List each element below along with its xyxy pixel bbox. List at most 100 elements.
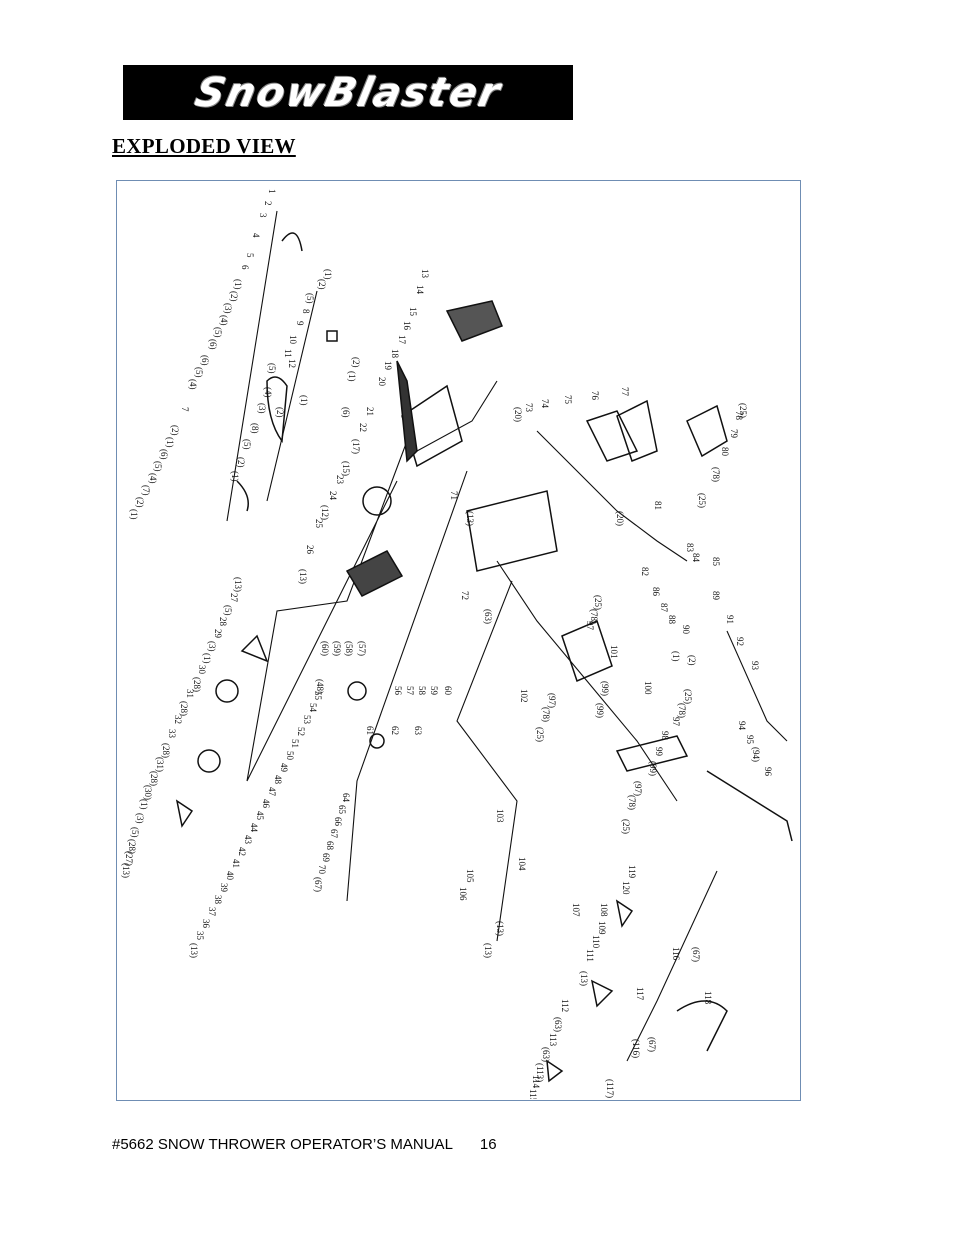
part-label: 72 xyxy=(460,591,470,600)
part-label: (97) xyxy=(547,693,557,708)
part-label: 93 xyxy=(750,661,760,671)
part-label: 19 xyxy=(383,361,393,371)
part-label: (97) xyxy=(633,781,643,796)
part-label: (25) xyxy=(593,595,603,610)
part-label: (6) xyxy=(200,355,210,366)
part-label: (67) xyxy=(691,947,701,962)
part-label: 57 xyxy=(405,686,415,696)
part-label: 50 xyxy=(285,751,295,761)
part-label: 1 xyxy=(267,189,277,194)
part-label: 116 xyxy=(671,947,681,961)
part-label: (13) xyxy=(483,943,493,958)
part-label: 96 xyxy=(763,767,773,777)
part-label: 76 xyxy=(590,391,600,401)
part-label: 20 xyxy=(377,377,387,387)
part-label: 10 xyxy=(288,335,298,345)
part-label: 91 xyxy=(725,615,735,624)
part-label: (28) xyxy=(192,677,202,692)
part-label: 8 xyxy=(301,309,311,314)
part-label: 29 xyxy=(213,629,223,639)
part-label: 27 xyxy=(229,593,239,603)
part-label: 80 xyxy=(720,447,730,457)
part-label: (28) xyxy=(149,771,159,786)
part-label: (5) xyxy=(153,461,163,472)
part-label: (13) xyxy=(189,943,199,958)
part-label: (2) xyxy=(229,291,239,302)
part-label: 118 xyxy=(703,991,713,1005)
part-label: (28) xyxy=(179,701,189,716)
part-label: (28) xyxy=(127,839,137,854)
part-label: (28) xyxy=(161,743,171,758)
part-label: (67) xyxy=(313,877,323,892)
part-label: 77 xyxy=(620,387,630,397)
part-label: 112 xyxy=(560,999,570,1012)
part-label: (117) xyxy=(605,1079,615,1098)
part-label: (25) xyxy=(621,819,631,834)
part-label: 90 xyxy=(681,625,691,635)
part-label: 97 xyxy=(585,621,595,631)
part-label: 92 xyxy=(735,637,745,646)
page-number: 16 xyxy=(479,1136,497,1153)
part-label: (57) xyxy=(357,641,367,656)
part-label: 58 xyxy=(417,686,427,696)
part-label: 62 xyxy=(390,726,400,735)
part-label: 24 xyxy=(328,491,338,501)
part-label: 54 xyxy=(308,703,318,713)
part-label: (5) xyxy=(213,327,223,338)
part-label: 104 xyxy=(517,857,527,871)
part-label: (1) xyxy=(233,279,243,290)
part-label: 79 xyxy=(729,429,739,439)
part-label: (25) xyxy=(683,689,693,704)
part-label: (13) xyxy=(233,577,243,592)
part-label: (4) xyxy=(219,315,229,326)
part-label: (13) xyxy=(298,569,308,584)
part-label: 84 xyxy=(691,553,701,563)
part-label: 103 xyxy=(495,809,505,823)
part-label: 65 xyxy=(337,805,347,815)
part-label: 74 xyxy=(540,399,550,409)
part-label: (59) xyxy=(332,641,342,656)
part-label: (5) xyxy=(267,363,277,374)
part-label: 69 xyxy=(321,853,331,863)
part-label: 43 xyxy=(243,835,253,845)
part-label: 59 xyxy=(429,686,439,696)
part-label: (113) xyxy=(535,1063,545,1082)
part-label: 5 xyxy=(245,253,255,258)
part-label: (5) xyxy=(130,827,140,838)
part-label: (1) xyxy=(347,371,357,382)
part-label: (13) xyxy=(579,971,589,986)
part-label: (3) xyxy=(135,813,145,824)
part-label: (17) xyxy=(351,439,361,454)
part-label: (13) xyxy=(495,921,505,936)
part-label: 106 xyxy=(458,887,468,901)
part-label: (67) xyxy=(647,1037,657,1052)
part-label: 52 xyxy=(296,727,306,736)
part-label: 46 xyxy=(261,799,271,809)
part-label: 21 xyxy=(365,407,375,416)
part-label: 42 xyxy=(237,847,247,856)
part-label: 100 xyxy=(643,681,653,695)
part-label: 71 xyxy=(449,491,459,500)
part-label: 38 xyxy=(213,895,223,905)
part-label: (1) xyxy=(202,653,212,664)
part-label: 53 xyxy=(302,715,312,725)
part-label: (3) xyxy=(207,641,217,652)
part-label: 23 xyxy=(335,475,345,485)
part-label: 6 xyxy=(240,265,250,270)
part-label: 85 xyxy=(711,557,721,567)
part-label: (25) xyxy=(535,727,545,742)
part-label: (2) xyxy=(351,357,361,368)
part-label: 81 xyxy=(653,501,663,510)
part-label: 41 xyxy=(231,859,241,868)
part-label: 73 xyxy=(524,403,534,413)
part-label: (30) xyxy=(143,785,153,800)
part-label: 56 xyxy=(393,686,403,696)
part-label: (99) xyxy=(595,703,605,718)
part-label: 17 xyxy=(397,335,407,345)
part-label: 51 xyxy=(290,739,300,748)
part-label: 47 xyxy=(267,787,277,797)
part-label: 117 xyxy=(635,987,645,1001)
part-label: 16 xyxy=(402,321,412,331)
